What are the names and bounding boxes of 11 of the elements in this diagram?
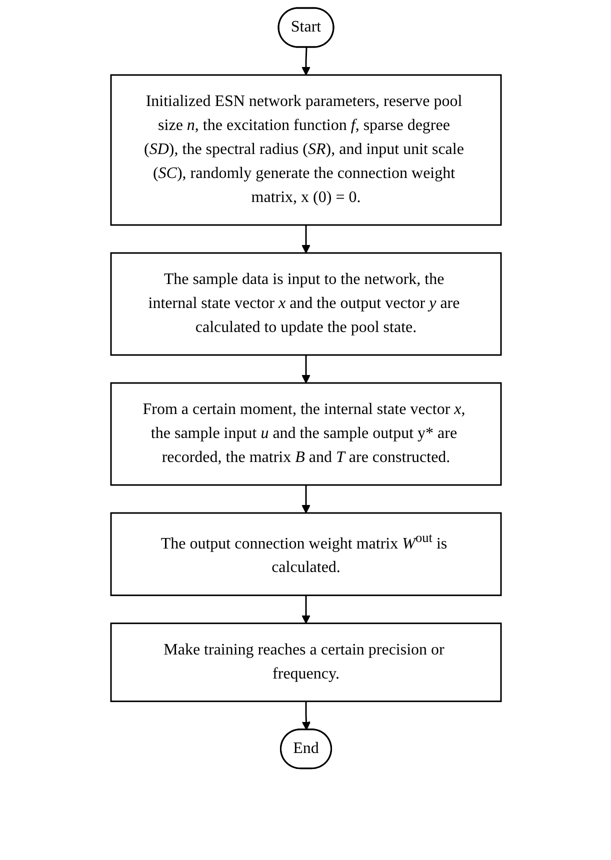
arrow xyxy=(301,355,310,384)
arrow xyxy=(301,485,310,514)
arrow xyxy=(301,701,310,730)
node-box: Make training reaches a certain precision or frequency. xyxy=(110,622,502,702)
arrow xyxy=(301,595,310,624)
node-box: The sample data is input to the network, the internal state vector x and the output vector y are calculated to update the pool state. xyxy=(110,252,502,356)
node-box: The output connection weight matrix W$^{out}$ is calculated. xyxy=(110,512,502,596)
arrow xyxy=(301,47,310,76)
node-box: From a certain moment, the internal state vector x, the sample input u and the sample output y* are recorded, the matrix B and T are constructed. xyxy=(110,382,502,486)
arrow xyxy=(301,225,310,254)
node-box: Initialized ESN network parameters, reserve pool size n, the excitation function f, sparse degree (SD), the spectral radius (SR), and input unit scale (SC), randomly generate the connection weight matrix, x (0) = 0. xyxy=(110,74,502,226)
